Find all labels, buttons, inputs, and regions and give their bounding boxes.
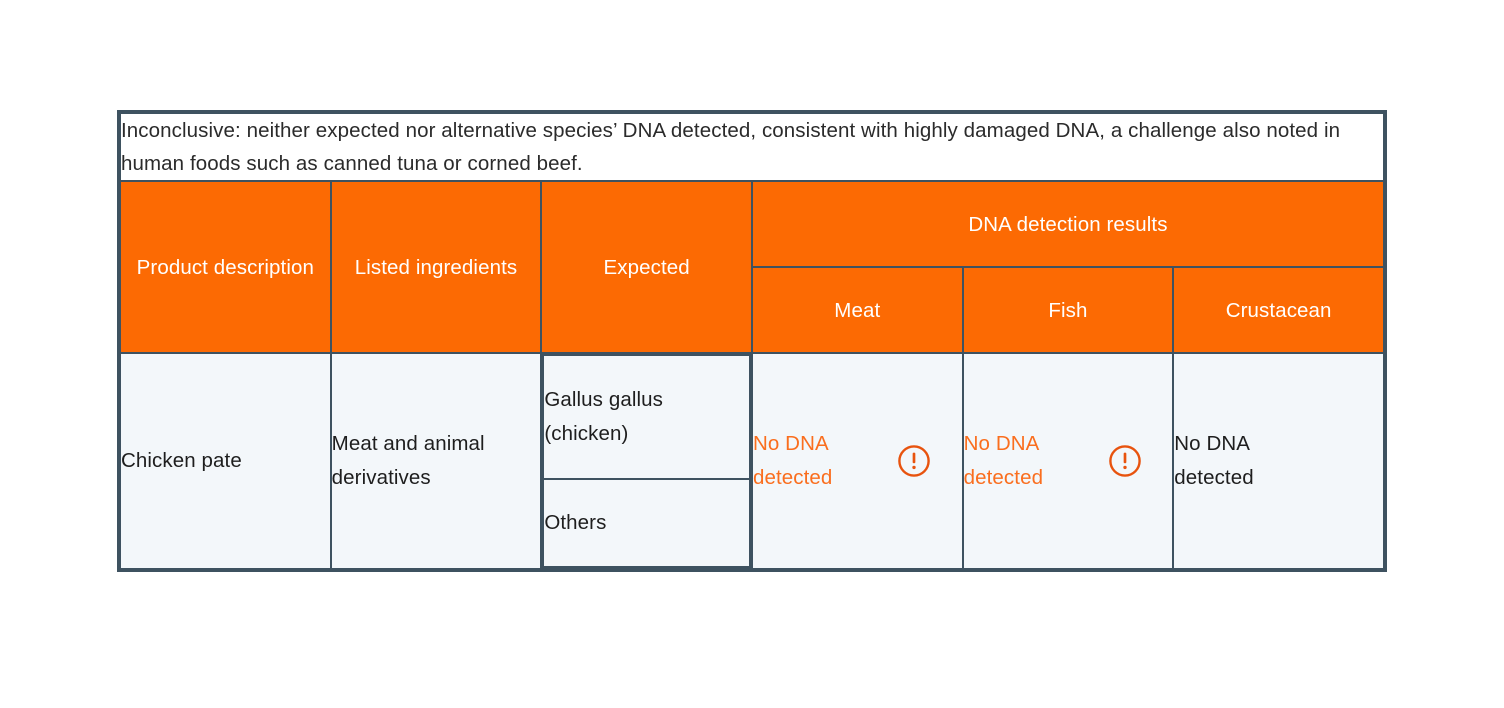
column-header-crustacean-label: Crustacean [1225, 298, 1332, 322]
cell-listed-ingredients: Meat and animal derivatives [329, 352, 543, 570]
cell-expected-secondary: Others [542, 478, 751, 568]
table-row: Chicken pate Meat and animal derivatives… [119, 352, 1385, 570]
column-header-product-description-label: Product description [136, 255, 315, 279]
warning-circle-icon [898, 445, 930, 477]
inconclusive-note-text: Inconclusive: neither expected nor alter… [121, 119, 1341, 175]
column-header-expected: Expected [540, 180, 753, 354]
column-header-meat: Meat [750, 266, 964, 354]
cell-listed-ingredients-text: Meat and animal derivatives [331, 432, 485, 489]
expected-secondary-row: Others [542, 478, 751, 568]
cell-result-meat: No DNA detected [750, 352, 964, 570]
column-header-crustacean: Crustacean [1172, 266, 1385, 354]
column-header-expected-label: Expected [603, 255, 690, 279]
cell-result-crustacean: No DNA detected [1172, 352, 1385, 570]
inconclusive-note-cell: Inconclusive: neither expected nor alter… [119, 112, 1385, 182]
cell-result-meat-text: No DNA detected [752, 432, 833, 489]
dna-results-table-container: Inconclusive: neither expected nor alter… [117, 110, 1387, 572]
cell-result-crustacean-text: No DNA detected [1174, 432, 1254, 489]
column-header-meat-label: Meat [834, 298, 881, 322]
table-header-row-primary: Product description Listed ingredients E… [119, 180, 1386, 354]
cell-expected-primary: Gallus gallus (chicken) [542, 354, 751, 480]
expected-primary-row: Gallus gallus (chicken) [542, 354, 751, 480]
cell-result-fish-text: No DNA detected [963, 432, 1044, 489]
column-header-fish: Fish [961, 266, 1175, 354]
column-header-fish-label: Fish [1048, 298, 1088, 322]
result-crustacean-content: No DNA detected [1174, 427, 1383, 495]
cell-product-description-text: Chicken pate [121, 449, 242, 472]
expected-split-table: Gallus gallus (chicken) Others [542, 354, 751, 568]
cell-result-fish: No DNA detected [961, 352, 1175, 570]
column-header-listed-ingredients: Listed ingredients [329, 180, 543, 354]
cell-expected-primary-text: Gallus gallus (chicken) [544, 388, 663, 445]
column-header-listed-ingredients-label: Listed ingredients [354, 255, 518, 279]
cell-expected: Gallus gallus (chicken) Others [540, 352, 753, 570]
column-group-header-dna-detection-results: DNA detection results [750, 180, 1386, 268]
column-group-header-dna-detection-results-label: DNA detection results [968, 212, 1168, 236]
warning-circle-icon [1108, 445, 1141, 477]
cell-expected-secondary-text: Others [544, 511, 607, 534]
table-caption-row: Inconclusive: neither expected nor alter… [119, 112, 1385, 182]
result-meat-content: No DNA detected [753, 427, 962, 495]
column-header-product-description: Product description [119, 180, 332, 354]
dna-results-table: Inconclusive: neither expected nor alter… [119, 112, 1386, 570]
result-fish-content: No DNA detected [964, 427, 1173, 495]
table-header-row-secondary: Meat Fish Crustacean [120, 266, 1385, 354]
cell-product-description: Chicken pate [119, 352, 332, 570]
